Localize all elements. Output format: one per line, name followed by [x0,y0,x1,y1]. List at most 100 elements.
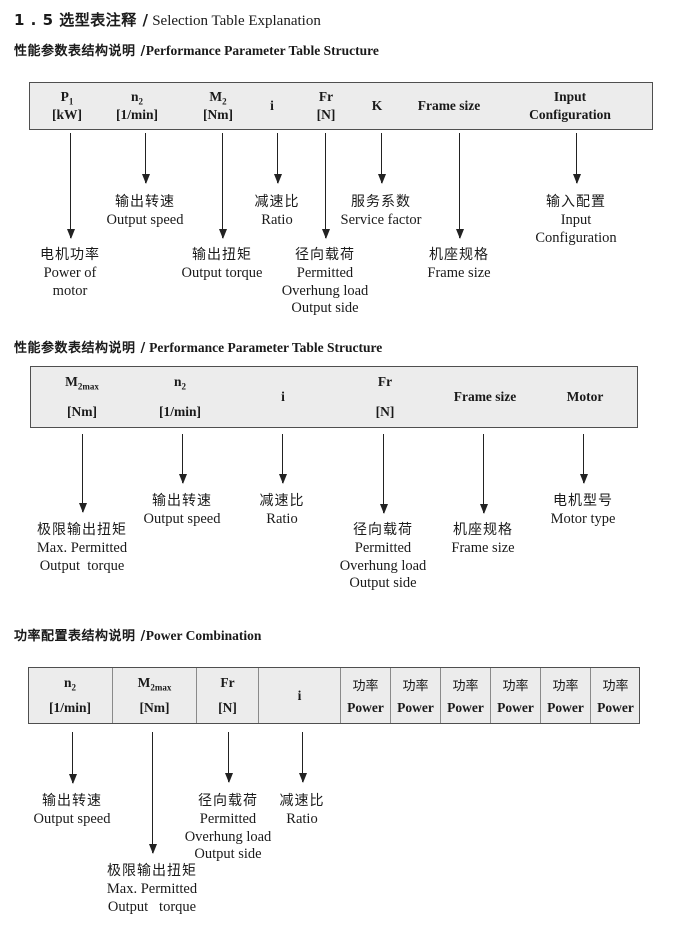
header-cell-line1: i [270,98,274,113]
header-cell-line1: Input [553,89,587,104]
header-cell-line1: Fr [377,374,393,389]
section-heading-en: Performance Parameter Table Structure [145,340,383,355]
callout-label-en: Output torque [181,265,263,281]
callout-label-en: Max. Permitted [106,881,198,897]
header-cell-line2: Power [347,700,384,715]
page-title-zh: 1 . 5 选型表注释 / [14,11,149,29]
callout-label-zh: 机座规格 [453,522,513,538]
header-cell-line2: [1/min] [49,700,91,715]
header-cell-line2: [Nm] [203,107,233,122]
header-cell-line2: [N] [316,107,336,122]
callout-label-zh: 输入配置 [546,194,606,210]
callout-label-zh: 减速比 [279,793,325,809]
callout-label: 输出扭矩 Output torque [147,246,297,283]
callout-label-en: Configuration [535,229,617,246]
callout-label-en: Ratio [261,212,293,228]
down-arrow-icon [78,434,87,513]
callout-label-en: Output speed [106,212,184,228]
header-cell: M2max[Nm] [22,367,142,427]
callout-label-en: Overhung load [184,828,272,845]
callout-label-en: Max. Permitted [36,540,128,556]
section-heading-zh: 性能参数表结构说明 / [14,44,146,59]
header-cell-line2: Power [547,700,584,715]
down-arrow-icon [278,434,287,484]
down-arrow-icon [141,133,150,184]
header-cell-line2: Power [497,700,534,715]
down-arrow-icon [579,434,588,484]
section-heading: 性能参数表结构说明 /Performance Parameter Table S… [14,40,379,60]
callout-label-en: Output torque [107,898,197,915]
callout-label-zh: 输出扭矩 [192,247,252,263]
down-arrow-icon [298,732,307,783]
header-cell-line1: n2 [63,675,76,693]
header-cell-line1: Frame size [453,389,517,404]
callout-label-en: motor [52,282,88,299]
header-cell-line2: Power [397,700,434,715]
header-cell-line1: M2max [137,675,172,693]
callout-label-zh: 减速比 [259,493,305,509]
callout-label-en: Permitted [199,811,257,827]
callout-label-en: Service factor [340,212,422,228]
header-cell-line1: n2 [130,89,143,107]
header-cell: Fr [N] [196,668,258,723]
header-cell-line1: i [281,389,285,404]
header-cell-line1: Fr [220,675,235,690]
callout-label-en: Output torque [39,557,125,574]
header-cell: n2 [1/min] [28,668,112,723]
callout-label-en: Motor type [550,511,616,527]
header-cell-line1: Motor [566,389,604,404]
header-cell-line1: 功率 [502,679,529,694]
callout-label-zh: 减速比 [254,194,300,210]
header-cell-line2: [N] [375,404,395,419]
header-cell-line1: Frame size [417,98,481,113]
callout-label-en: Output speed [143,511,221,527]
down-arrow-icon [572,133,581,184]
callout-label: 减速比 Ratio [227,792,377,829]
header-cell: M2[Nm] [158,83,278,129]
header-cell: Frame size [425,367,545,427]
down-arrow-icon [148,732,157,854]
callout-label: 减速比 Ratio [202,193,352,230]
callout-label-en: Output side [349,575,417,591]
callout-label-en: Ratio [286,811,318,827]
section-heading-en: Power Combination [145,628,262,643]
header-cell-line1: 功率 [452,679,479,694]
header-cell-line1: Fr [318,89,334,104]
down-arrow-icon [218,133,227,239]
header-cell-line2: Configuration [529,107,611,122]
header-cell-line2: [1/min] [116,107,158,122]
header-cell: n2[1/min] [77,83,197,129]
callout-label-en: Ratio [266,511,298,527]
header-cell: i [223,367,343,427]
header-cell: i [258,668,340,723]
callout-label-zh: 输出转速 [42,793,102,809]
header-cell-line1: K [371,98,383,113]
header-cell: P1[kW] [7,83,127,129]
page-title-en: Selection Table Explanation [148,13,321,29]
header-cell: Frame size [389,83,509,129]
header-cell-line2: [Nm] [67,404,97,419]
callout-label-zh: 径向载荷 [353,522,413,538]
down-arrow-icon [479,434,488,514]
page-title: 1 . 5 选型表注释 / Selection Table Explanatio… [14,9,321,30]
callout-label-zh: 极限输出扭矩 [107,863,197,879]
down-arrow-icon [455,133,464,239]
section-heading-en: Performance Parameter Table Structure [145,43,379,58]
section-heading-zh: 性能参数表结构说明 / [14,341,146,356]
callout-label-zh: 电机功率 [40,247,100,263]
down-arrow-icon [377,133,386,184]
header-cell-line2: [N] [218,700,237,715]
